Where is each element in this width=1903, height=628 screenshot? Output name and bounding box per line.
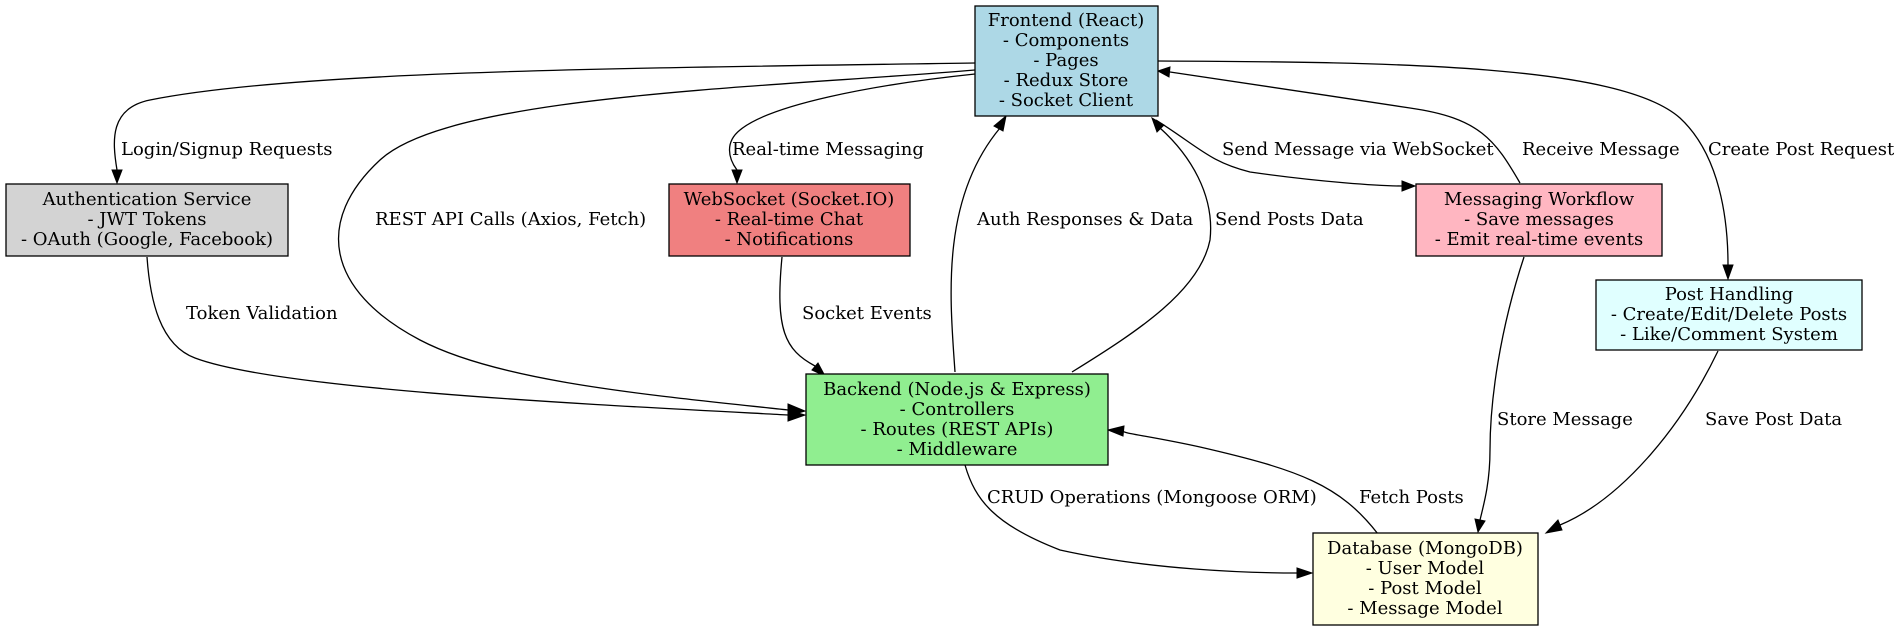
database-node: Database (MongoDB) - User Model - Post M…: [1312, 532, 1539, 626]
edge-auth-to-backend: Token Validation: [146, 256, 807, 422]
posts-title: Post Handling: [1665, 284, 1794, 305]
posts-node: Post Handling - Create/Edit/Delete Posts…: [1595, 279, 1863, 351]
backend-line: - Routes (REST APIs): [861, 419, 1054, 440]
database-line: - Message Model: [1347, 598, 1502, 619]
posts-line: - Like/Comment System: [1620, 324, 1838, 345]
messaging-line: - Emit real-time events: [1435, 229, 1644, 250]
edge-backend-to-frontend-posts: Send Posts Data: [1071, 116, 1364, 373]
edge-label-auth-responses: Auth Responses & Data: [976, 209, 1194, 230]
database-line: - Post Model: [1368, 578, 1482, 599]
frontend-line: - Redux Store: [1004, 70, 1129, 91]
edge-label-token-validation: Token Validation: [186, 303, 338, 324]
edge-frontend-to-posts: Create Post Request: [1157, 60, 1895, 281]
frontend-line: - Pages: [1033, 50, 1098, 71]
edge-label-rest-api: REST API Calls (Axios, Fetch): [375, 209, 646, 230]
websocket-line: - Real-time Chat: [715, 209, 864, 230]
edge-label-crud: CRUD Operations (Mongoose ORM): [987, 487, 1317, 508]
messaging-line: - Save messages: [1464, 209, 1614, 230]
auth-title: Authentication Service: [42, 189, 252, 210]
backend-line: - Controllers: [900, 399, 1015, 420]
edge-label-fetch-posts: Fetch Posts: [1359, 487, 1464, 508]
frontend-node: Frontend (React) - Components - Pages - …: [974, 5, 1159, 117]
edge-frontend-to-websocket: Real-time Messaging: [728, 73, 976, 185]
backend-title: Backend (Node.js & Express): [823, 379, 1091, 400]
edge-frontend-to-auth: Login/Signup Requests: [111, 62, 976, 185]
edge-frontend-to-backend-rest: REST API Calls (Axios, Fetch): [337, 69, 976, 417]
database-line: - User Model: [1366, 558, 1485, 579]
edge-label-send-posts: Send Posts Data: [1215, 209, 1364, 230]
edge-label-socket-events: Socket Events: [802, 303, 932, 324]
frontend-line: - Components: [1003, 30, 1129, 51]
websocket-line: - Notifications: [725, 229, 854, 250]
messaging-title: Messaging Workflow: [1444, 189, 1635, 210]
edge-frontend-to-messaging: Send Message via WebSocket: [1155, 119, 1494, 192]
edge-messaging-to-database: Store Message: [1474, 256, 1633, 534]
messaging-node: Messaging Workflow - Save messages - Emi…: [1415, 183, 1663, 257]
auth-line: - JWT Tokens: [87, 209, 206, 230]
edge-messaging-to-frontend: Receive Message: [1156, 66, 1680, 184]
edge-websocket-to-backend: Socket Events: [779, 256, 932, 378]
edge-label-store-message: Store Message: [1497, 409, 1633, 430]
edge-posts-to-database: Save Post Data: [1544, 350, 1842, 534]
websocket-title: WebSocket (Socket.IO): [684, 189, 895, 210]
backend-node: Backend (Node.js & Express) - Controller…: [805, 373, 1109, 466]
frontend-title: Frontend (React): [988, 10, 1145, 31]
auth-line: - OAuth (Google, Facebook): [21, 229, 273, 250]
edge-database-to-backend: Fetch Posts: [1106, 425, 1464, 535]
posts-line: - Create/Edit/Delete Posts: [1611, 304, 1847, 325]
edge-backend-to-frontend-auth: Auth Responses & Data: [950, 114, 1194, 373]
backend-line: - Middleware: [897, 439, 1018, 460]
frontend-line: - Socket Client: [999, 90, 1134, 111]
edge-label-login-signup: Login/Signup Requests: [121, 139, 332, 160]
auth-node: Authentication Service - JWT Tokens - OA…: [5, 183, 289, 257]
edge-label-send-message: Send Message via WebSocket: [1222, 139, 1494, 160]
edge-backend-to-database: CRUD Operations (Mongoose ORM): [964, 464, 1317, 579]
edge-label-realtime-messaging: Real-time Messaging: [732, 139, 924, 160]
edge-label-save-post: Save Post Data: [1705, 409, 1842, 430]
edge-label-receive-message: Receive Message: [1522, 139, 1680, 160]
websocket-node: WebSocket (Socket.IO) - Real-time Chat -…: [668, 183, 911, 257]
edge-label-create-post: Create Post Request: [1708, 139, 1895, 160]
database-title: Database (MongoDB): [1327, 538, 1523, 559]
